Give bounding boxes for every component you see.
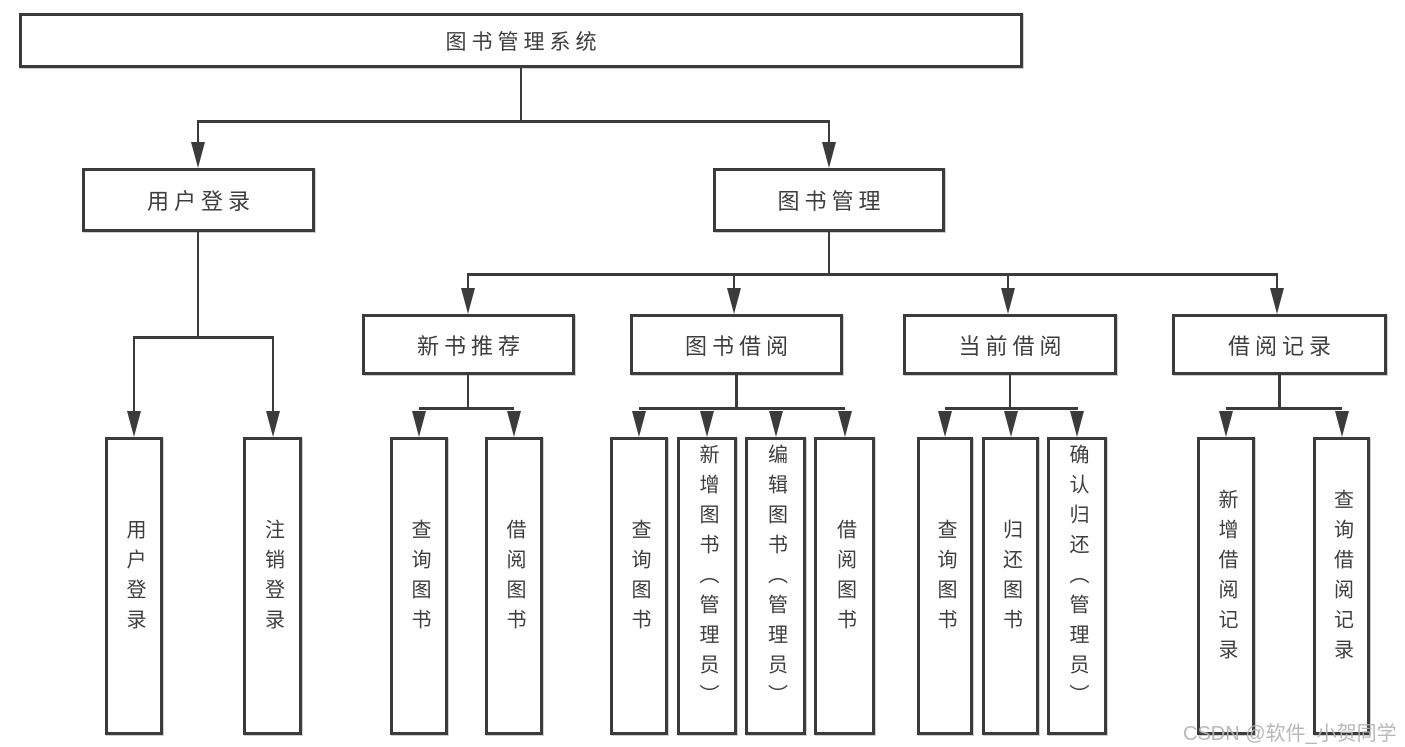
leaf-bb-borrow-books-label: 借阅图书 xyxy=(833,519,856,639)
leaf-bb-query-books-label: 查询图书 xyxy=(628,519,650,639)
leaf-rec-query-books: 查询图书 xyxy=(390,437,448,735)
node-current-borrowing: 当前借阅 xyxy=(903,314,1117,375)
leaf-user-login: 用户登录 xyxy=(105,437,163,735)
leaf-br-query-record-label: 查询借阅记录 xyxy=(1330,489,1353,669)
leaf-cb-return-books: 归还图书 xyxy=(982,437,1039,735)
leaf-rec-borrow-books-label: 借阅图书 xyxy=(503,519,525,639)
arrow-down-icon xyxy=(412,411,426,437)
arrow-down-icon xyxy=(191,142,205,168)
connector-hline xyxy=(134,336,273,339)
connector-vline xyxy=(1275,273,1279,289)
node-book-borrowing: 图书借阅 xyxy=(630,314,843,375)
connector-vline xyxy=(735,375,738,407)
node-book-management: 图书管理 xyxy=(713,168,945,232)
node-new-book-recommend-label: 新书推荐 xyxy=(416,333,525,359)
leaf-bb-query-books: 查询图书 xyxy=(610,437,668,735)
leaf-br-query-record: 查询借阅记录 xyxy=(1313,437,1370,735)
connector-hline xyxy=(468,273,1277,276)
leaf-rec-borrow-books: 借阅图书 xyxy=(485,437,543,735)
arrow-down-icon xyxy=(1003,411,1018,437)
connector-vline xyxy=(519,68,523,120)
connector-vline xyxy=(1278,375,1281,407)
node-new-book-recommend: 新书推荐 xyxy=(362,314,575,375)
connector-hline xyxy=(197,120,830,123)
arrow-down-icon xyxy=(938,411,952,437)
arrow-down-icon xyxy=(127,411,141,437)
leaf-cb-confirm-return-admin-label: 确认归还（管理员） xyxy=(1066,444,1088,714)
leaf-cb-query-books-label: 查询图书 xyxy=(934,519,956,639)
connector-vline xyxy=(196,232,200,336)
arrow-down-icon xyxy=(1001,288,1015,314)
leaf-cb-query-books: 查询图书 xyxy=(917,437,973,735)
node-borrowing-records: 借阅记录 xyxy=(1172,314,1387,375)
node-root-label: 图书管理系统 xyxy=(445,30,602,54)
leaf-br-add-record-label: 新增借阅记录 xyxy=(1215,489,1237,669)
connector-vline xyxy=(827,232,831,273)
leaf-br-add-record: 新增借阅记录 xyxy=(1197,437,1255,735)
node-root: 图书管理系统 xyxy=(19,13,1023,68)
arrow-down-icon xyxy=(768,411,783,437)
connector-vline xyxy=(271,336,275,412)
watermark: CSDN @软件_小贺同学 xyxy=(1183,723,1397,745)
leaf-bb-edit-books-admin-label: 编辑图书（管理员） xyxy=(764,444,787,714)
node-user-login-label: 用户登录 xyxy=(146,189,255,214)
node-book-borrowing-label: 图书借阅 xyxy=(684,333,793,359)
arrow-down-icon xyxy=(1270,288,1284,314)
connector-vline xyxy=(1006,273,1010,289)
node-book-management-label: 图书管理 xyxy=(777,189,886,214)
arrow-down-icon xyxy=(1334,411,1349,437)
arrow-down-icon xyxy=(1070,411,1084,437)
leaf-bb-add-books-admin-label: 新增图书（管理员） xyxy=(696,444,718,714)
connector-vline xyxy=(466,375,470,407)
arrow-down-icon xyxy=(461,288,475,314)
leaf-user-login-label: 用户登录 xyxy=(123,519,145,639)
arrow-down-icon xyxy=(507,411,521,437)
node-user-login: 用户登录 xyxy=(82,168,315,232)
connector-hline xyxy=(419,407,514,410)
arrow-down-icon xyxy=(700,411,714,437)
connector-vline xyxy=(827,120,831,144)
arrow-down-icon xyxy=(632,411,646,437)
leaf-rec-query-books-label: 查询图书 xyxy=(408,519,430,639)
connector-vline xyxy=(732,273,736,289)
arrow-down-icon xyxy=(822,142,836,168)
connector-hline xyxy=(639,407,845,410)
connector-vline xyxy=(196,120,200,144)
arrow-down-icon xyxy=(266,411,280,437)
leaf-bb-borrow-books: 借阅图书 xyxy=(814,437,875,735)
connector-hline xyxy=(1226,407,1342,410)
leaf-logout-login-label: 注销登录 xyxy=(261,519,284,639)
arrow-down-icon xyxy=(727,288,741,314)
connector-vline xyxy=(1008,375,1012,407)
leaf-cb-confirm-return-admin: 确认归还（管理员） xyxy=(1047,437,1107,735)
node-borrowing-records-label: 借阅记录 xyxy=(1227,333,1336,359)
leaf-logout-login: 注销登录 xyxy=(243,437,302,735)
arrow-down-icon xyxy=(1219,411,1233,437)
arrow-down-icon xyxy=(837,411,852,437)
leaf-bb-edit-books-admin: 编辑图书（管理员） xyxy=(745,437,806,735)
connector-vline xyxy=(132,336,136,412)
node-current-borrowing-label: 当前借阅 xyxy=(958,333,1067,359)
connector-hline xyxy=(945,407,1078,410)
leaf-cb-return-books-label: 归还图书 xyxy=(999,519,1022,639)
connector-vline xyxy=(466,273,470,289)
leaf-bb-add-books-admin: 新增图书（管理员） xyxy=(677,437,737,735)
